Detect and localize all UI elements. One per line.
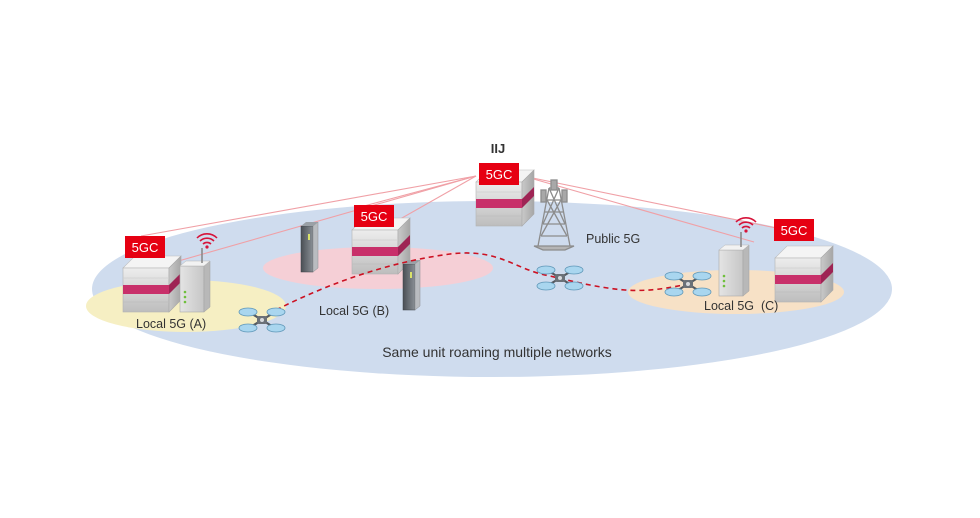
svg-text:5GC: 5GC (781, 223, 808, 238)
core-links (140, 175, 777, 265)
svg-text:5GC: 5GC (361, 209, 388, 224)
server-icon (774, 245, 834, 303)
drone-route (267, 252, 691, 315)
core-badge: 5GC (774, 219, 814, 241)
coverage-area-public (92, 201, 892, 377)
diagram-caption: Same unit roaming multiple networks (382, 344, 612, 360)
provider-label: IIJ (491, 141, 505, 156)
svg-text:5GC: 5GC (486, 167, 513, 182)
network-label-c: Local 5G (C) (704, 299, 778, 313)
network-label-b: Local 5G (B) (319, 304, 389, 318)
server-icon (122, 255, 182, 313)
svg-text:5GC: 5GC (132, 240, 159, 255)
public-network-label: Public 5G (586, 232, 640, 246)
core-badge: 5GC (479, 163, 519, 185)
base-station-icon (300, 221, 319, 273)
network-label-a: Local 5G (A) (136, 317, 206, 331)
antenna-tower-icon (533, 179, 575, 251)
core-badge: 5GC (125, 236, 165, 258)
base-station-icon (402, 259, 421, 311)
core-badge: 5GC (354, 205, 394, 227)
